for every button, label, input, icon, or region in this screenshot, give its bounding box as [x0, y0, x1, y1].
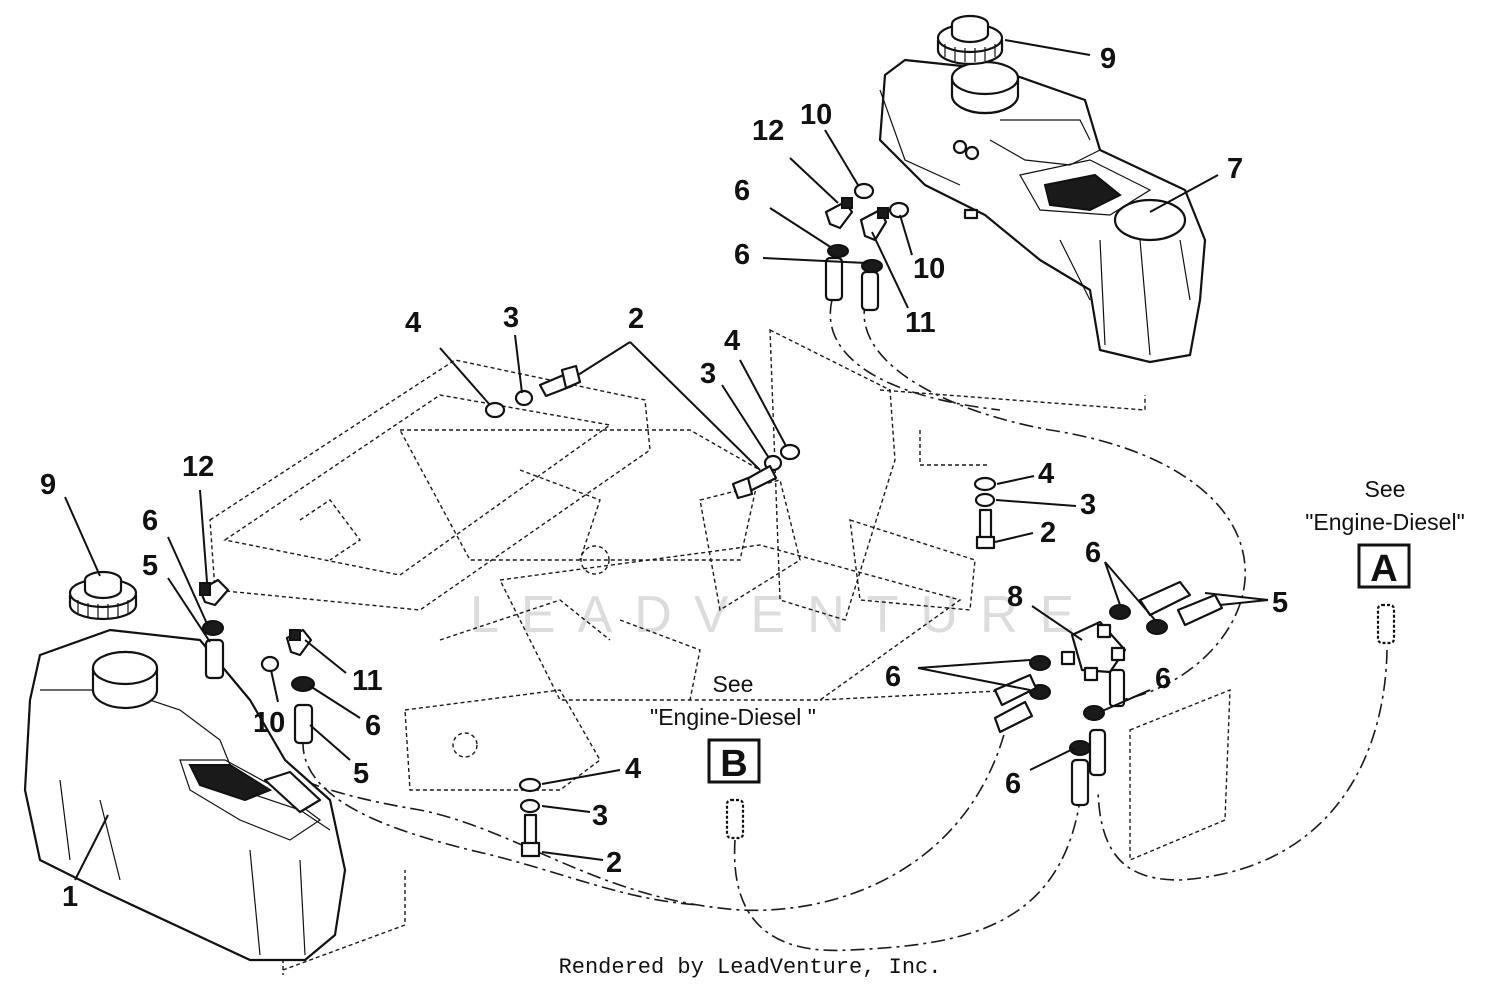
reference-a-see: See [1365, 476, 1406, 502]
callouts: 9 12 10 6 6 7 10 11 4 3 2 4 3 4 3 2 9 12… [40, 43, 1288, 913]
callout-4-right: 4 [1038, 458, 1054, 490]
callout-5-right: 5 [1272, 587, 1288, 619]
callout-5-left-b: 5 [353, 758, 369, 790]
fittings-upper [824, 182, 910, 312]
callout-4-lower: 4 [625, 753, 641, 785]
callout-6-left-a: 6 [142, 505, 158, 537]
fuel-cap-left [68, 570, 138, 621]
watermark: LEADVENTURE [470, 586, 1096, 644]
callout-11-left: 11 [352, 665, 383, 697]
callout-7: 7 [1227, 153, 1243, 185]
callout-2-lower: 2 [606, 847, 622, 879]
callout-3-right: 3 [1080, 489, 1096, 521]
callout-10-right: 10 [913, 253, 945, 285]
callout-6-left-b: 6 [365, 710, 381, 742]
callout-6-top-b: 6 [734, 239, 750, 271]
callout-1: 1 [62, 881, 78, 913]
fuel-tank-left [23, 628, 347, 962]
callout-10-left: 10 [253, 707, 285, 739]
callout-4-upper-left: 4 [405, 307, 421, 339]
callout-3-upper-left: 3 [503, 302, 519, 334]
reference-b-letter: B [720, 743, 747, 785]
callout-11-top: 11 [905, 307, 936, 339]
callout-6-t-right: 6 [1155, 663, 1171, 695]
callout-9-left: 9 [40, 469, 56, 501]
callout-12-top: 12 [752, 115, 784, 147]
callout-12-left: 12 [182, 451, 214, 483]
callout-3-upper-mid: 3 [700, 358, 716, 390]
callout-2-upper: 2 [628, 303, 644, 335]
reference-b-see: See [713, 671, 754, 697]
callout-9-top: 9 [1100, 43, 1116, 75]
callout-2-right: 2 [1040, 517, 1056, 549]
footer-credit: Rendered by LeadVenture, Inc. [558, 955, 942, 980]
fuel-cap-right [936, 14, 1004, 66]
callout-3-lower: 3 [592, 800, 608, 832]
leader-lines [64, 39, 1269, 881]
reference-a-letter: A [1370, 548, 1397, 590]
reference-b-label: "Engine-Diesel " [650, 704, 816, 730]
callout-10-top: 10 [800, 99, 832, 131]
callout-6-top-a: 6 [734, 175, 750, 207]
reference-a: See "Engine-Diesel" A [1305, 476, 1465, 590]
callout-4-upper-mid: 4 [724, 325, 740, 357]
callout-6-t-upper: 6 [1085, 537, 1101, 569]
reference-a-label: "Engine-Diesel" [1305, 509, 1465, 535]
fittings-left [198, 578, 315, 745]
fuel-tank-right [878, 58, 1207, 364]
callout-6-t-left: 6 [885, 661, 901, 693]
callout-8: 8 [1007, 581, 1023, 613]
callout-5-left-a: 5 [142, 550, 158, 582]
hardware [484, 364, 997, 858]
t-fitting [725, 580, 1396, 840]
reference-b: See "Engine-Diesel " B [650, 671, 816, 785]
callout-6-t-lower: 6 [1005, 768, 1021, 800]
